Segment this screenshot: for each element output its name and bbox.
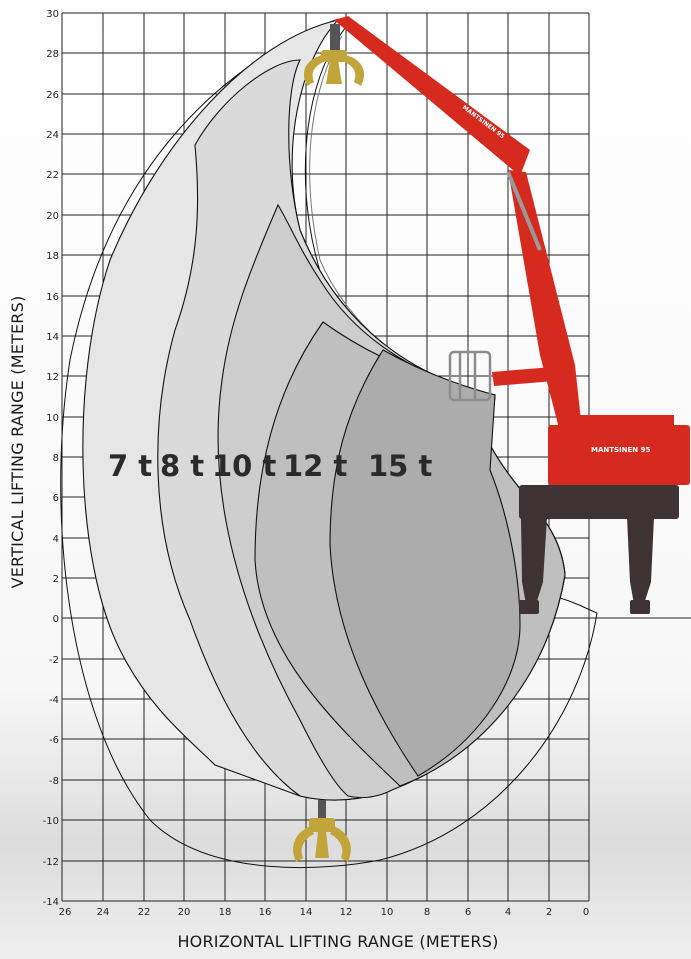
x-tick-label: 18: [219, 907, 232, 918]
y-tick-label: 22: [46, 170, 59, 181]
y-tick-label: 20: [46, 211, 59, 222]
outer-reach-boundary: [60, 18, 598, 869]
operator-cab: [448, 350, 492, 402]
y-tick-label: 0: [53, 614, 59, 625]
x-tick-label: 10: [381, 907, 394, 918]
x-tick-label: 2: [546, 907, 552, 918]
y-tick-label: 4: [53, 534, 59, 545]
y-tick-label: 18: [46, 251, 59, 262]
y-tick-label: 30: [46, 9, 59, 20]
x-tick-label: 26: [59, 907, 72, 918]
y-tick-label: -2: [49, 655, 59, 666]
zone-label-7t: 7 t: [108, 449, 152, 483]
grab-bottom: [293, 800, 351, 862]
x-tick-label: 8: [424, 907, 430, 918]
x-tick-label: 20: [178, 907, 191, 918]
upper-structure: [334, 16, 690, 485]
y-tick-label: 10: [46, 413, 59, 424]
y-tick-label: -6: [49, 735, 59, 746]
y-tick-label: -14: [43, 897, 59, 908]
x-axis-label: HORIZONTAL LIFTING RANGE (METERS): [177, 932, 498, 951]
zone-labels: 7 t 8 t 10 t 12 t 15 t: [108, 449, 432, 483]
grab-top: [303, 24, 365, 86]
zone-label-15t: 15 t: [368, 449, 432, 483]
y-tick-label: 26: [46, 90, 59, 101]
y-tick-labels: 30 28 26 24 22 20 18 16 14 12 10 8 6 4 2…: [43, 9, 59, 908]
zone-label-12t: 12 t: [283, 449, 347, 483]
x-tick-labels: 26 24 22 20 18 16 14 12 10 8 6 4 2 0: [59, 907, 590, 918]
capacity-zones: [82, 19, 566, 801]
y-tick-label: 14: [46, 332, 59, 343]
y-tick-label: 8: [53, 453, 59, 464]
y-tick-label: -4: [49, 695, 59, 706]
y-tick-label: 28: [46, 49, 59, 60]
y-axis-label: VERTICAL LIFTING RANGE (METERS): [8, 296, 27, 589]
zone-label-10t: 10 t: [212, 449, 276, 483]
y-tick-label: 12: [46, 372, 59, 383]
x-tick-label: 24: [97, 907, 110, 918]
y-tick-label: -8: [49, 776, 59, 787]
y-tick-label: 16: [46, 292, 59, 303]
y-tick-label: -12: [43, 857, 59, 868]
zone-15t: [329, 349, 521, 777]
undercarriage: [519, 485, 679, 614]
x-tick-label: 4: [505, 907, 511, 918]
y-tick-label: -10: [43, 816, 59, 827]
y-tick-label: 2: [53, 574, 59, 585]
x-tick-label: 16: [259, 907, 272, 918]
x-tick-label: 22: [138, 907, 151, 918]
boom-hydraulic-cylinder: [506, 171, 542, 251]
zone-label-8t: 8 t: [160, 449, 204, 483]
x-tick-label: 14: [300, 907, 313, 918]
body-brand-text: MANTSINEN 95: [591, 446, 650, 454]
y-tick-label: 24: [46, 130, 59, 141]
x-tick-label: 6: [465, 907, 471, 918]
y-tick-label: 6: [53, 493, 59, 504]
x-tick-label: 12: [340, 907, 353, 918]
x-tick-label: 0: [583, 907, 589, 918]
